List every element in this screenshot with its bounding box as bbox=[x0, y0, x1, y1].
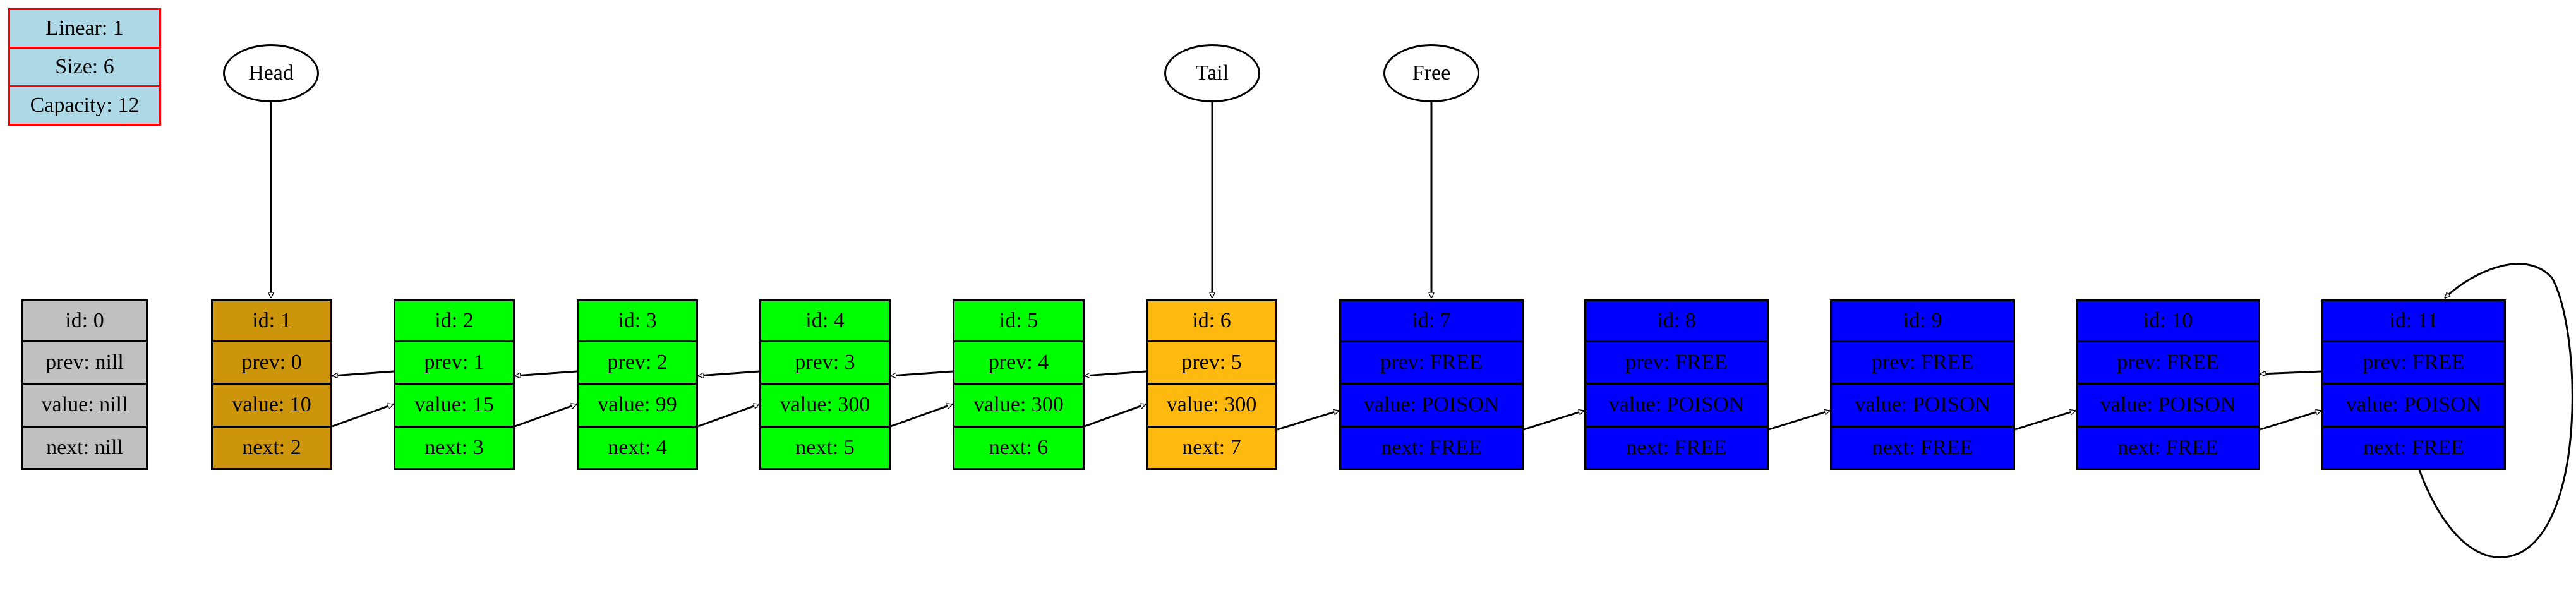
node-id-cell: id: 1 bbox=[211, 299, 332, 342]
node-id-cell: id: 5 bbox=[953, 299, 1085, 342]
head-pointer: Head bbox=[223, 44, 319, 102]
node-value-cell: value: POISON bbox=[2076, 385, 2260, 428]
node-next-cell: next: FREE bbox=[1339, 427, 1524, 470]
linear-field: Linear: 1 bbox=[8, 8, 161, 49]
node-id-cell: id: 2 bbox=[394, 299, 515, 342]
node-11: id: 11 prev: FREE value: POISON next: FR… bbox=[2321, 299, 2506, 470]
next-link-arrow-10 bbox=[2260, 411, 2321, 431]
node-value-cell: value: 300 bbox=[1146, 385, 1277, 428]
node-next-cell: next: FREE bbox=[1830, 427, 2015, 470]
node-value-cell: value: POISON bbox=[1584, 385, 1769, 428]
node-next-cell: next: 7 bbox=[1146, 427, 1277, 470]
node-next-cell: next: FREE bbox=[2076, 427, 2260, 470]
prev-link-arrow-2 bbox=[515, 370, 577, 376]
node-10: id: 10 prev: FREE value: POISON next: FR… bbox=[2076, 299, 2260, 470]
node-next-cell: next: FREE bbox=[1584, 427, 1769, 470]
node-7: id: 7 prev: FREE value: POISON next: FRE… bbox=[1339, 299, 1524, 470]
node-next-cell: next: nill bbox=[21, 427, 148, 470]
next-link-arrow-5 bbox=[1084, 404, 1146, 428]
node-next-cell: next: 6 bbox=[953, 427, 1085, 470]
free-pointer: Free bbox=[1383, 44, 1479, 102]
node-prev-cell: prev: FREE bbox=[1584, 342, 1769, 385]
node-id-cell: id: 9 bbox=[1830, 299, 2015, 342]
node-8: id: 8 prev: FREE value: POISON next: FRE… bbox=[1584, 299, 1769, 470]
next-link-arrow-9 bbox=[2014, 411, 2076, 431]
node-prev-cell: prev: FREE bbox=[2076, 342, 2260, 385]
node-value-cell: value: POISON bbox=[1830, 385, 2015, 428]
node-id-cell: id: 3 bbox=[577, 299, 698, 342]
node-next-cell: next: FREE bbox=[2321, 427, 2506, 470]
next-link-arrow-3 bbox=[697, 404, 759, 428]
node-next-cell: next: 3 bbox=[394, 427, 515, 470]
node-9: id: 9 prev: FREE value: POISON next: FRE… bbox=[1830, 299, 2015, 470]
prev-link-arrow-3 bbox=[698, 370, 760, 376]
edge-layer bbox=[271, 102, 2573, 558]
next-link-arrow-1 bbox=[332, 404, 394, 428]
next-link-arrow-8 bbox=[1768, 411, 1830, 431]
node-prev-cell: prev: 2 bbox=[577, 342, 698, 385]
node-value-cell: value: POISON bbox=[2321, 385, 2506, 428]
node-id-cell: id: 6 bbox=[1146, 299, 1277, 342]
node-prev-cell: prev: 5 bbox=[1146, 342, 1277, 385]
node-6: id: 6 prev: 5 value: 300 next: 7 bbox=[1146, 299, 1277, 470]
node-prev-cell: prev: nill bbox=[21, 342, 148, 385]
prev-link-arrow-5 bbox=[1085, 370, 1147, 376]
node-2: id: 2 prev: 1 value: 15 next: 3 bbox=[394, 299, 515, 470]
node-next-cell: next: 2 bbox=[211, 427, 332, 470]
prev-link-arrow-6 bbox=[2260, 370, 2322, 374]
next-link-arrow-6 bbox=[1277, 411, 1339, 431]
tail-pointer: Tail bbox=[1164, 44, 1260, 102]
node-value-cell: value: 10 bbox=[211, 385, 332, 428]
node-value-cell: value: nill bbox=[21, 385, 148, 428]
node-0: id: 0 prev: nill value: nill next: nill bbox=[21, 299, 148, 470]
prev-link-arrow-4 bbox=[891, 370, 953, 376]
prev-link-arrow-1 bbox=[332, 370, 394, 376]
node-prev-cell: prev: 3 bbox=[759, 342, 891, 385]
next-link-arrow-7 bbox=[1523, 411, 1584, 431]
node-id-cell: id: 0 bbox=[21, 299, 148, 342]
node-5: id: 5 prev: 4 value: 300 next: 6 bbox=[953, 299, 1085, 470]
node-prev-cell: prev: FREE bbox=[1339, 342, 1524, 385]
next-link-arrow-2 bbox=[514, 404, 577, 428]
node-prev-cell: prev: 4 bbox=[953, 342, 1085, 385]
node-next-cell: next: 5 bbox=[759, 427, 891, 470]
node-1: id: 1 prev: 0 value: 10 next: 2 bbox=[211, 299, 332, 470]
node-prev-cell: prev: 1 bbox=[394, 342, 515, 385]
node-id-cell: id: 4 bbox=[759, 299, 891, 342]
info-record: Linear: 1 Size: 6 Capacity: 12 bbox=[8, 8, 161, 126]
node-next-cell: next: 4 bbox=[577, 427, 698, 470]
node-prev-cell: prev: FREE bbox=[1830, 342, 2015, 385]
node-value-cell: value: 300 bbox=[759, 385, 891, 428]
node-value-cell: value: 300 bbox=[953, 385, 1085, 428]
self-loop-arrow bbox=[2418, 263, 2573, 558]
node-id-cell: id: 8 bbox=[1584, 299, 1769, 342]
node-4: id: 4 prev: 3 value: 300 next: 5 bbox=[759, 299, 891, 470]
node-id-cell: id: 11 bbox=[2321, 299, 2506, 342]
node-value-cell: value: POISON bbox=[1339, 385, 1524, 428]
node-id-cell: id: 7 bbox=[1339, 299, 1524, 342]
node-3: id: 3 prev: 2 value: 99 next: 4 bbox=[577, 299, 698, 470]
size-field: Size: 6 bbox=[8, 49, 161, 87]
next-link-arrow-4 bbox=[890, 404, 953, 428]
node-prev-cell: prev: 0 bbox=[211, 342, 332, 385]
node-value-cell: value: 99 bbox=[577, 385, 698, 428]
node-value-cell: value: 15 bbox=[394, 385, 515, 428]
node-id-cell: id: 10 bbox=[2076, 299, 2260, 342]
capacity-field: Capacity: 12 bbox=[8, 87, 161, 126]
node-prev-cell: prev: FREE bbox=[2321, 342, 2506, 385]
